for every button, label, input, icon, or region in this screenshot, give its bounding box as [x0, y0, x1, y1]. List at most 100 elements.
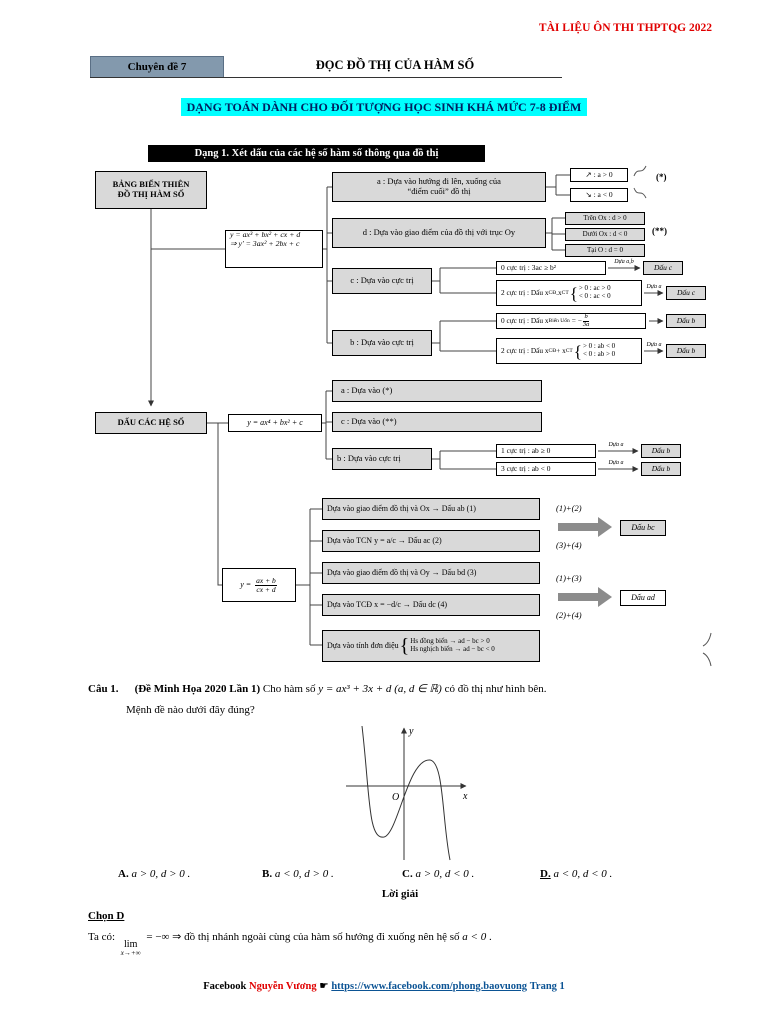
footer-link[interactable]: https://www.facebook.com/phong.baovuong: [331, 981, 528, 992]
footer-author: Nguyễn Vương: [248, 981, 317, 992]
c-case-2-text2: .x: [556, 287, 562, 297]
rational-don-dieu-label: Dựa vào tính đơn điệu: [327, 641, 399, 651]
origin-label: O: [392, 792, 399, 803]
block-arrow-icon: [558, 587, 614, 607]
arrow-label-dua-a: Dựa a: [608, 460, 624, 466]
node-bang-bien-thien: BẢNG BIẾN THIÊN ĐỒ THỊ HÀM SỐ: [95, 171, 207, 209]
sub-bien-uon: Biến Uốn: [548, 317, 570, 324]
rational-row-oy: Dựa vào giao điểm đồ thị và Oy → Dấu bd …: [322, 562, 540, 584]
header-watermark: TÀI LIỆU ÔN THI THPTQG 2022: [538, 22, 712, 34]
solution-text: Ta có: lim x→+∞ = −∞ ⇒ đồ thị nhánh ngoà…: [88, 930, 736, 957]
result-dau-b-1: Dấu b: [666, 314, 706, 328]
b-option-2: < 0 : ab > 0: [582, 350, 616, 358]
branch-a-up-box: ↗ : a > 0: [570, 168, 628, 182]
arrow-label-dua-a: Dựa a: [646, 284, 662, 290]
c-option-2: < 0 : ac < 0: [578, 292, 611, 300]
solution-header: Lời giải: [381, 888, 419, 900]
quartic-b-case1-box: 1 cực trị : ab ≥ 0: [496, 444, 596, 458]
sub-cd: CĐ: [548, 347, 557, 354]
curve-icon: [702, 632, 712, 647]
branch-a-box: a : Dựa vào hướng đi lên, xuống của “điể…: [332, 172, 546, 202]
cubic-formula-line2: ⇒ y′ = 3ax² + 2bx + c: [230, 238, 300, 248]
c-option-1: > 0 : ac > 0: [578, 284, 611, 293]
fraction-denominator: 3a: [582, 320, 590, 328]
result-dau-bc: Dấu bc: [620, 520, 666, 536]
option-c-text: a > 0, d < 0 .: [415, 868, 475, 880]
page-number: Trang 1: [529, 981, 565, 992]
d-option-tren-ox: Trên Ox : d > 0: [565, 212, 645, 225]
combiner-2-4: (2)+(4): [556, 610, 582, 620]
node-bbt-line1: BẢNG BIẾN THIÊN: [112, 179, 190, 190]
dang1-banner: Dạng 1. Xét dấu của các hệ số hàm số thô…: [148, 145, 485, 162]
solution-pre: Ta có:: [88, 931, 116, 943]
option-a-text: a > 0, d > 0 .: [131, 868, 191, 880]
block-arrow-icon: [558, 517, 614, 537]
stem-condition: (a, d ∈ ℝ): [394, 683, 442, 695]
question-number: Câu 1.: [88, 683, 119, 695]
x-axis-label: x: [462, 791, 468, 802]
cubic-curve: [361, 725, 451, 861]
sub-ct: CT: [565, 347, 573, 354]
curve-icon: [633, 165, 647, 177]
combiner-3-4: (3)+(4): [556, 540, 582, 550]
arrow-label-dua-a: Dựa a: [646, 342, 662, 348]
d-option-tai-o: Tại O : d = 0: [565, 244, 645, 257]
stem-pre: Cho hàm số: [262, 683, 316, 695]
quartic-formula-box: y = ax⁴ + bx² + c: [228, 414, 322, 432]
option-d-key: D.: [540, 868, 551, 880]
branch-c-box: c : Dựa vào cực trị: [332, 268, 432, 294]
b-case-2-text: 2 cực trị : Dấu x: [501, 345, 549, 355]
rational-row-ox: Dựa vào giao điểm đồ thị và Ox → Dấu ab …: [322, 498, 540, 520]
choice-label: Chọn D: [88, 910, 125, 922]
limit-expression: lim x→+∞: [121, 940, 141, 957]
option-a-key: A.: [118, 868, 129, 880]
pointing-hand-icon: ☛: [319, 980, 329, 992]
option-d: D. a < 0, d < 0 .: [540, 868, 612, 880]
rational-row-don-dieu: Dựa vào tính đơn điệu { Hs đồng biến → a…: [322, 630, 540, 662]
branch-b-box: b : Dựa vào cực trị: [332, 330, 432, 356]
rational-fraction: ax + b cx + d: [255, 577, 277, 593]
option-b-key: B.: [262, 868, 273, 880]
main-topic-banner: DẠNG TOÁN DÀNH CHO ĐỐI TƯỢNG HỌC SINH KH…: [0, 98, 768, 116]
b-case-0-eq: = −: [571, 315, 582, 325]
brace: {: [573, 341, 582, 361]
branch-a-line2: “điểm cuối” đồ thị: [407, 186, 471, 196]
solution-body: = −∞ ⇒ đồ thị nhánh ngoài cùng của hàm s…: [146, 931, 460, 943]
curve-icon: [633, 187, 647, 199]
b-case-0-text: 0 cực trị : Dấu x: [501, 315, 549, 325]
fraction-numerator: ax + b: [255, 576, 277, 586]
solution-math: a < 0: [462, 931, 487, 943]
sub-cd: CĐ: [548, 289, 557, 296]
limit-operator: lim: [124, 939, 138, 950]
node-bbt-line2: ĐỒ THỊ HÀM SỐ: [117, 189, 185, 199]
option-c-key: C.: [402, 868, 413, 880]
question-stem-line2: Mệnh đề nào dưới đây đúng?: [126, 704, 255, 716]
chapter-title: ĐỌC ĐỒ THỊ CỦA HÀM SỐ: [315, 58, 475, 72]
node-dau-cac-he-so: DẤU CÁC HỆ SỐ: [95, 412, 207, 434]
limit-subscript: x→+∞: [120, 949, 141, 957]
rational-row-tcd: Dựa vào TCĐ x = −d/c → Dấu dc (4): [322, 594, 540, 616]
header-rule: [90, 77, 562, 78]
b-option-1: > 0 : ab < 0: [582, 342, 616, 351]
fraction-numerator: b: [583, 313, 589, 322]
star-mark: (*): [656, 172, 667, 182]
result-dau-c-1: Dấu c: [643, 261, 683, 275]
option-b-text: a < 0, d > 0 .: [274, 868, 334, 880]
option-d-text: a < 0, d < 0 .: [553, 868, 613, 880]
question-graph: y x O: [346, 725, 468, 861]
brace: {: [399, 635, 410, 657]
result-dau-ad: Dấu ad: [620, 590, 666, 606]
don-dieu-option-2: Hs nghịch biến → ad − bc < 0: [410, 645, 495, 653]
double-star-mark: (**): [652, 226, 667, 236]
option-a: A. a > 0, d > 0 .: [118, 868, 190, 880]
quartic-b-case3-box: 3 cực trị : ab < 0: [496, 462, 596, 476]
fraction-denominator: cx + d: [256, 584, 276, 594]
branch-a-line1: a : Dựa vào hướng đi lên, xuống của: [377, 176, 501, 187]
branch-a-down-box: ↘ : a < 0: [570, 188, 628, 202]
result-dau-b-2: Dấu b: [666, 344, 706, 358]
